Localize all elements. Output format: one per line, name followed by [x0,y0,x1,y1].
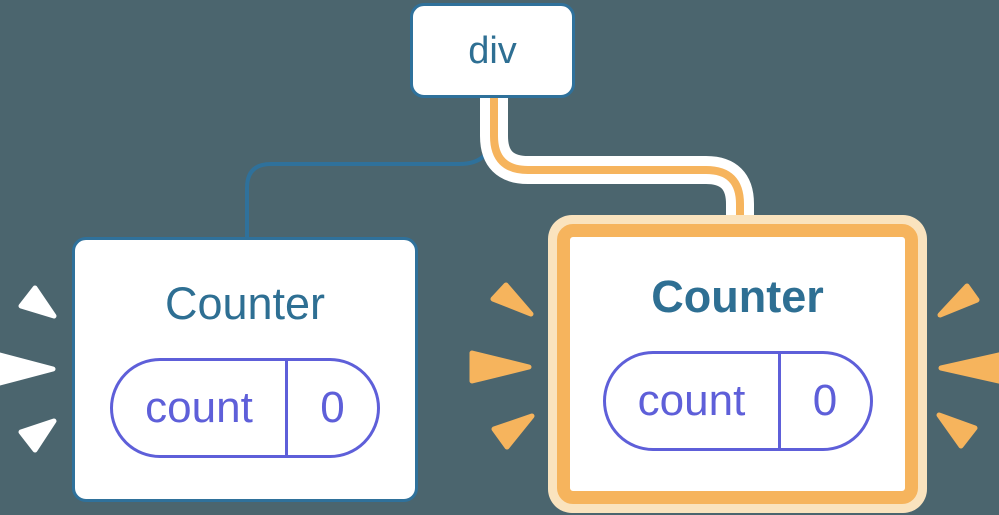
burst-wedge [490,282,534,317]
state-value-label: 0 [320,383,345,432]
burst-wedge [936,412,978,449]
root-node-label: div [468,29,517,72]
burst-wedge [18,285,57,319]
pill-divider [777,354,781,448]
card-title: Counter [651,271,824,322]
emphasis-burst-middle-icon [469,282,535,450]
state-pill: count 0 [602,351,873,451]
pill-divider [285,361,288,455]
burst-wedge [491,413,535,450]
state-value-label: 0 [812,376,838,425]
state-key-label: count [145,383,253,432]
burst-wedge [938,352,999,384]
emphasis-burst-right-icon [936,283,999,449]
edge-root-to-right-counter [490,70,744,235]
counter-card-right-highlight-ring: Counter count 0 [548,215,927,513]
state-key-label: count [637,376,746,425]
burst-wedge [469,350,532,384]
root-node: div [410,3,575,98]
counter-card-left: Counter count 0 [72,237,418,502]
burst-wedge [937,283,980,318]
burst-wedge [18,418,57,453]
counter-card-right: Counter count 0 [557,224,918,504]
card-title: Counter [164,278,326,329]
burst-wedge [0,352,56,386]
emphasis-burst-left-icon [0,285,57,453]
state-pill: count 0 [110,358,380,458]
